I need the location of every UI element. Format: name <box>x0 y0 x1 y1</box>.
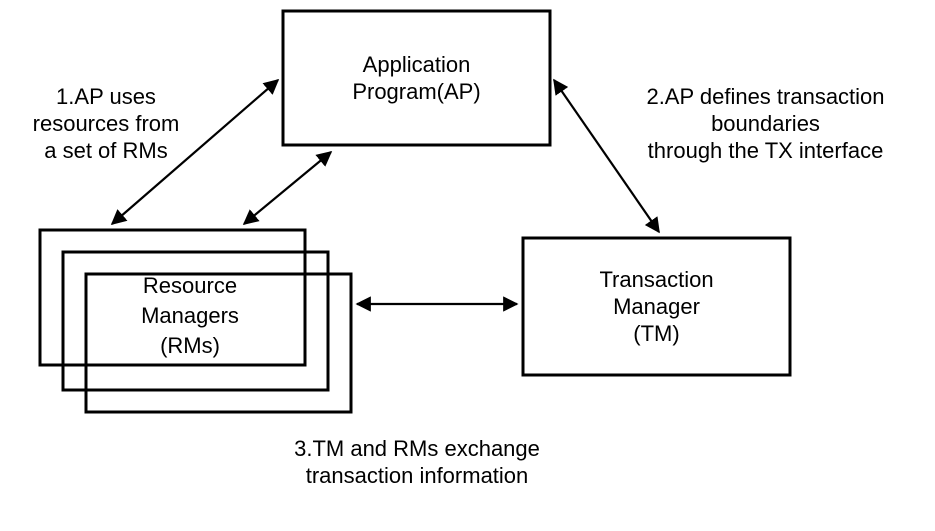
arrow-ap-rm-inner <box>242 151 333 225</box>
transaction-manager-label: Transaction Manager (TM) <box>599 267 714 346</box>
annotation-ap-uses-rms: 1.AP uses resources from a set of RMs <box>32 84 180 163</box>
transaction-manager-box <box>521 236 792 377</box>
arrow-ap-tm <box>553 78 660 234</box>
application-program-box <box>281 9 552 147</box>
resource-managers-box-middle <box>61 250 330 392</box>
resource-managers-box-front <box>84 272 353 414</box>
resource-managers-box-back <box>38 228 307 367</box>
resource-managers-label: Resource Managers (RMs) <box>141 273 239 358</box>
arrow-ap-rm-outer <box>110 78 280 226</box>
application-program-label: Application Program(AP) <box>352 52 481 104</box>
annotation-ap-defines-boundaries: 2.AP defines transaction boundaries thro… <box>646 84 885 163</box>
annotation-tm-rm-exchange: 3.TM and RMs exchange transaction inform… <box>294 436 540 488</box>
